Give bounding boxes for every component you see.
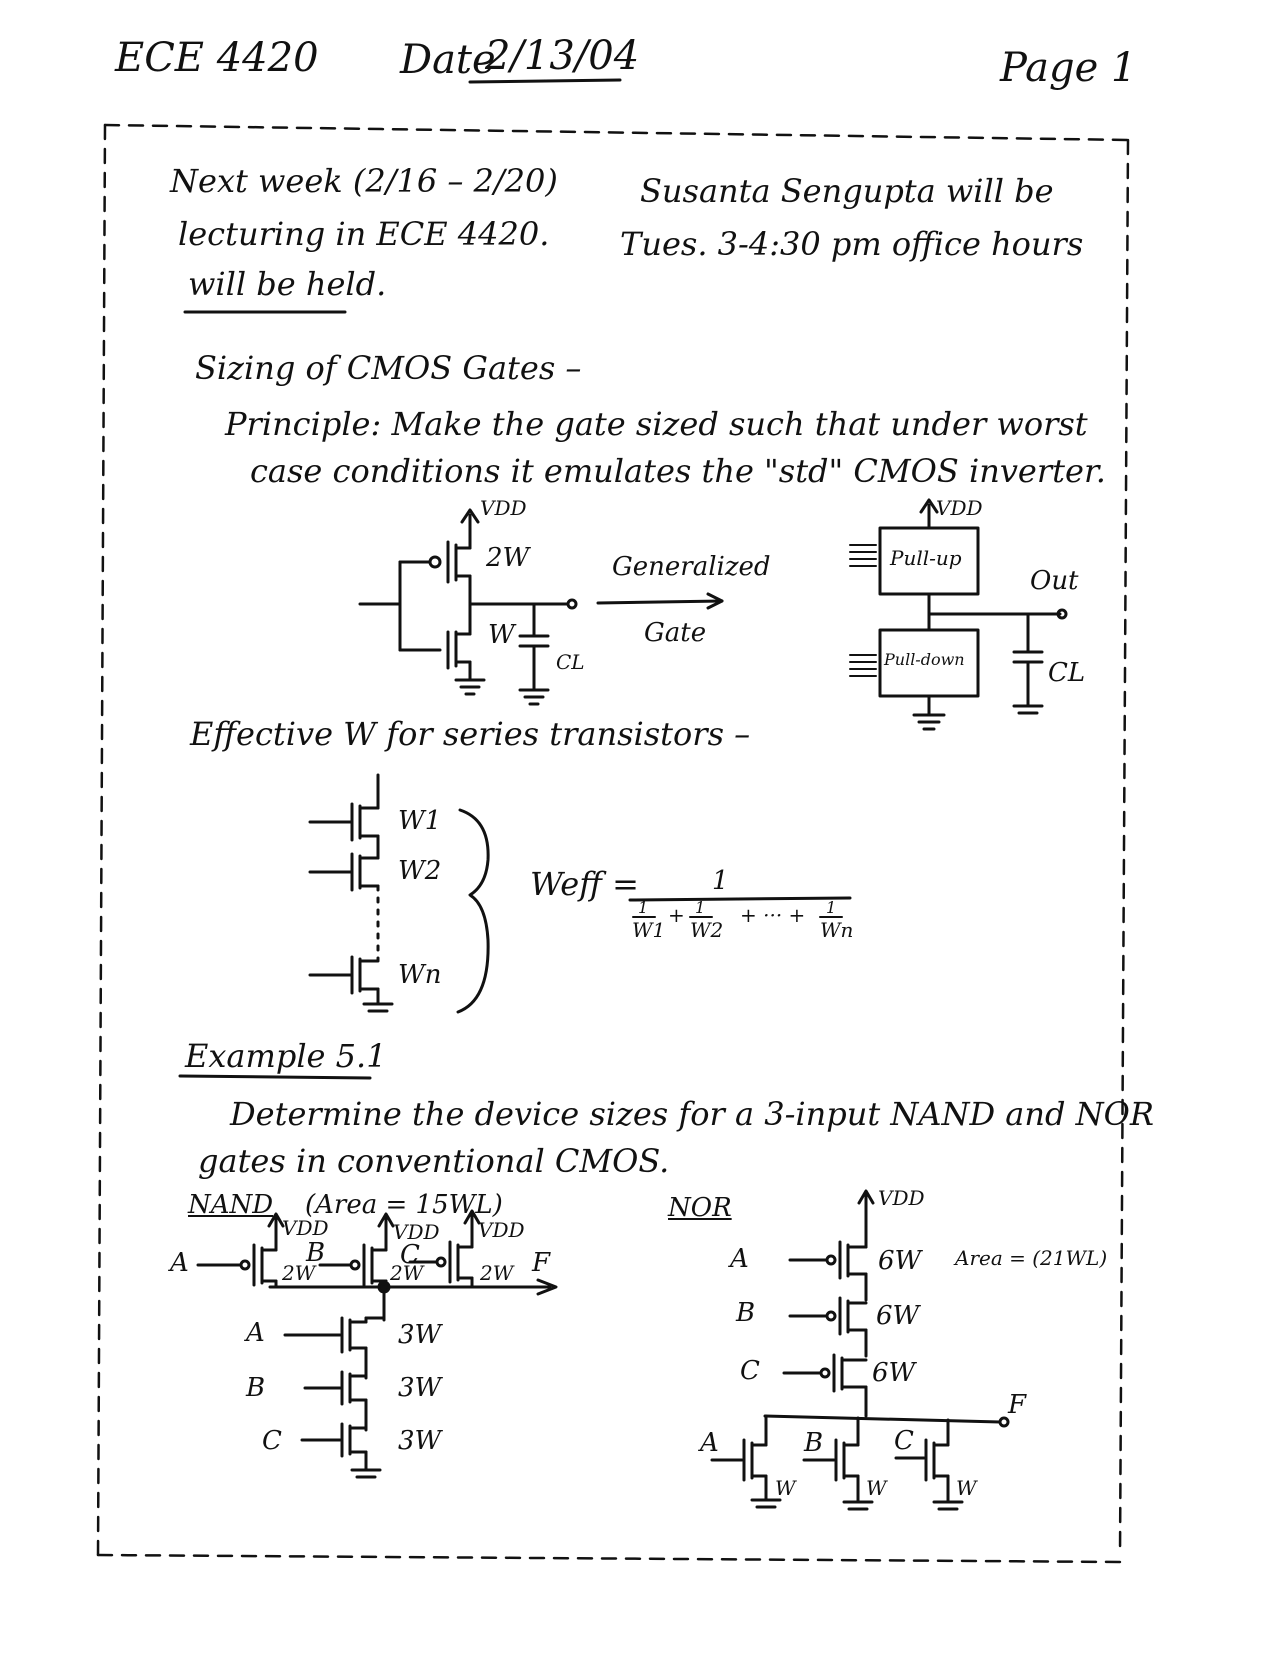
nand-nmos1-width: 3W — [398, 1320, 442, 1350]
principle-line2: case conditions it emulates the "std" CM… — [250, 452, 1106, 490]
weff-dots: + ··· + — [740, 903, 806, 927]
weff-term1-den: W1 — [632, 918, 666, 942]
nand-area: (Area = 15WL) — [305, 1190, 503, 1220]
sizing-title: Sizing of CMOS Gates – — [195, 349, 582, 387]
dashed-frame — [96, 123, 1130, 1564]
inverter-vdd-label: VDD — [480, 496, 527, 520]
date-label: Date — [400, 37, 496, 83]
generalized-arrow-label-bottom: Gate — [644, 618, 707, 648]
nand-nmos2-width: 3W — [398, 1373, 442, 1403]
page-number: Page 1 — [1000, 45, 1137, 91]
inverter-nmos-width: W — [488, 620, 515, 650]
nor-schematic — [710, 1189, 1010, 1511]
weff-numerator: 1 — [712, 866, 729, 896]
generalized-arrow — [596, 592, 724, 610]
gate-vdd-label: VDD — [936, 496, 983, 520]
series-title: Effective W for series transistors – — [190, 715, 751, 753]
announcement-line2a: lecturing in ECE 4420. — [178, 215, 550, 253]
nor-output-f: F — [1008, 1390, 1027, 1420]
inverter-pmos-width: 2W — [486, 543, 530, 573]
nor-title: NOR — [668, 1193, 732, 1223]
pullup-label: Pull-up — [890, 546, 962, 570]
series-transistors-schematic — [308, 773, 490, 1014]
nor-nmos-a: A — [700, 1428, 719, 1458]
pulldown-label: Pull-down — [884, 650, 965, 669]
example-desc-line1: Determine the device sizes for a 3-input… — [230, 1095, 1154, 1133]
nor-nmos3-width: W — [956, 1476, 977, 1500]
nor-nmos-b: B — [804, 1428, 824, 1458]
weff-term1-num: 1 — [638, 898, 649, 917]
nor-nmos2-width: W — [866, 1476, 887, 1500]
nor-pmos1-width: 6W — [878, 1246, 922, 1276]
nand-input-c: C — [400, 1240, 420, 1270]
example-underline — [178, 1074, 372, 1080]
weff-termn-num: 1 — [826, 898, 837, 917]
nor-area: Area = (21WL) — [955, 1246, 1108, 1270]
announcement-line1b: Susanta Sengupta will be — [640, 172, 1054, 210]
nand-vdd-3: VDD — [478, 1218, 525, 1242]
weff-plus: + — [668, 903, 685, 927]
date-value: 2/13/04 — [485, 33, 640, 79]
nor-nmos-c: C — [894, 1426, 914, 1456]
course-code: ECE 4420 — [115, 35, 319, 81]
principle-line1: Principle: Make the gate sized such that… — [225, 405, 1088, 443]
series-w2: W2 — [398, 856, 442, 886]
generalized-gate-schematic — [849, 498, 1068, 731]
nand-pmos3-width: 2W — [480, 1261, 514, 1285]
nand-vdd-1: VDD — [282, 1216, 329, 1240]
gate-out-label: Out — [1030, 566, 1079, 596]
nand-nmos-a: A — [246, 1318, 265, 1348]
weff-fraction — [628, 896, 852, 918]
nand-pmos1-width: 2W — [282, 1261, 316, 1285]
nor-pmos3-width: 6W — [872, 1358, 916, 1388]
weff-term2-num: 1 — [695, 898, 706, 917]
example-title: Example 5.1 — [185, 1037, 387, 1075]
nor-nmos1-width: W — [775, 1476, 796, 1500]
inverter-schematic — [358, 508, 578, 706]
nand-nmos-b: B — [246, 1373, 266, 1403]
example-desc-line2: gates in conventional CMOS. — [198, 1142, 670, 1180]
nor-vdd-label: VDD — [878, 1186, 925, 1210]
series-wn: Wn — [398, 960, 442, 990]
announcement-line1a: Next week (2/16 – 2/20) — [170, 162, 558, 200]
nand-output-f: F — [532, 1248, 551, 1278]
nand-pmos2-width: 2W — [390, 1261, 424, 1285]
gate-cap-label: CL — [1048, 658, 1086, 688]
nand-input-a: A — [170, 1248, 189, 1278]
generalized-arrow-label-top: Generalized — [612, 552, 771, 582]
nand-input-b: B — [306, 1238, 326, 1268]
series-w1: W1 — [398, 806, 442, 836]
date-underline — [468, 78, 622, 84]
announcement-line3: will be held. — [188, 265, 387, 303]
nand-nmos-c: C — [262, 1426, 282, 1456]
nand-vdd-2: VDD — [393, 1220, 440, 1244]
nor-pmos-c: C — [740, 1356, 760, 1386]
nand-schematic — [196, 1209, 558, 1479]
nand-title: NAND — [188, 1190, 274, 1220]
nand-nmos3-width: 3W — [398, 1426, 442, 1456]
nor-pmos-a: A — [730, 1244, 749, 1274]
weff-term2-den: W2 — [690, 918, 724, 942]
weff-label: Weff = — [530, 865, 639, 903]
nor-pmos2-width: 6W — [876, 1301, 920, 1331]
weff-termn-den: Wn — [820, 918, 854, 942]
announcement-line2b: Tues. 3-4:30 pm office hours — [620, 225, 1084, 263]
inverter-cap-label: CL — [556, 650, 585, 674]
nor-pmos-b: B — [736, 1298, 756, 1328]
